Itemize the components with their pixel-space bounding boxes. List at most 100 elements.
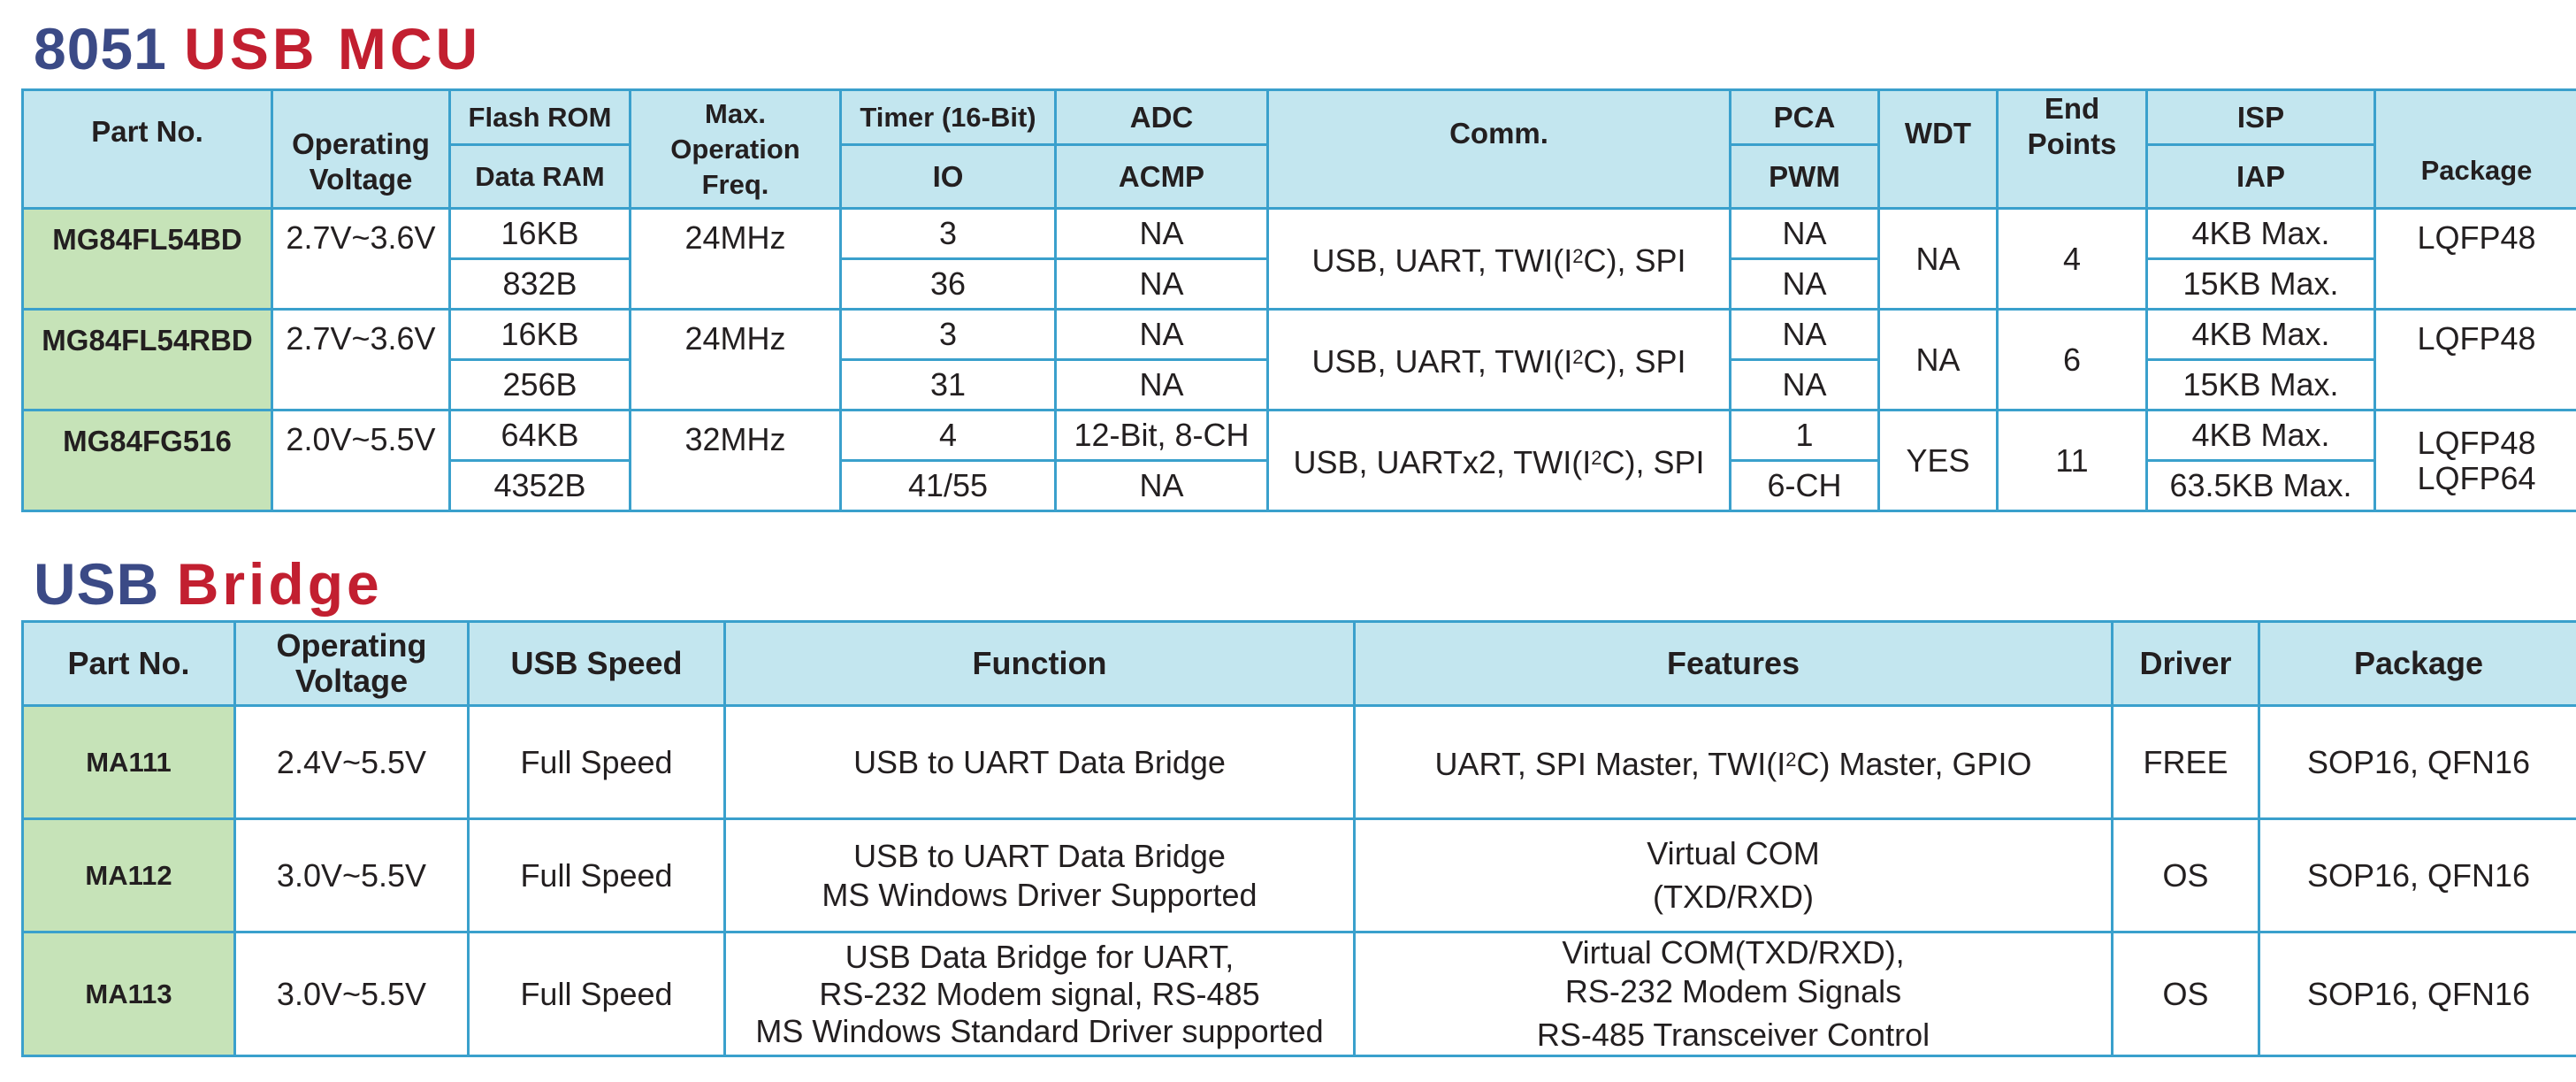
- header-adc: ADC: [1054, 88, 1269, 146]
- header-package: Package: [2373, 88, 2576, 210]
- header-operating-voltage: Operating Voltage: [233, 620, 470, 707]
- function-cell: USB to UART Data Bridge MS Windows Drive…: [723, 817, 1356, 933]
- end-points-cell: 4: [1996, 207, 2148, 311]
- freq-cell: 24MHz: [629, 207, 842, 311]
- header-max-freq: Max. Operation Freq.: [629, 88, 842, 210]
- wdt-cell: YES: [1877, 409, 1999, 512]
- header-function: Function: [723, 620, 1356, 707]
- comm-text-post: C), SPI: [1583, 242, 1686, 279]
- table-row: 4352B 41/55 NA 6-CH 63.5KB Max.: [23, 459, 2576, 512]
- package-cell: SOP16, QFN16: [2258, 704, 2576, 820]
- header-comm: Comm.: [1266, 88, 1731, 210]
- features-superscript: 2: [1785, 748, 1797, 771]
- mcu-table: Part No. Operating Voltage Flash ROM Max…: [21, 88, 2576, 512]
- io-cell: 31: [839, 358, 1057, 411]
- table-row: MA113 3.0V~5.5V Full Speed USB Data Brid…: [21, 931, 2576, 1057]
- features-text-pre: UART, SPI Master, TWI(I: [1434, 746, 1786, 782]
- io-cell: 41/55: [839, 459, 1057, 512]
- isp-cell: 4KB Max.: [2145, 308, 2376, 361]
- acmp-cell: NA: [1054, 257, 1269, 311]
- features-text-pre: Virtual COM(TXD/RXD), RS-232 Modem Signa…: [1536, 934, 1930, 1054]
- header-voltage-line2: Voltage: [309, 163, 413, 196]
- mcu-title-prefix: 8051: [34, 16, 167, 81]
- features-cell: Virtual COM (TXD/RXD): [1353, 817, 2114, 933]
- header-driver: Driver: [2111, 620, 2260, 707]
- iap-cell: 15KB Max.: [2145, 358, 2376, 411]
- header-end-points: End Points: [1996, 88, 2148, 210]
- table-row: MG84FL54RBD 2.7V~3.6V 16KB 24MHz 3 NA US…: [21, 308, 2576, 411]
- header-package: Package: [2258, 620, 2576, 707]
- wdt-cell: NA: [1877, 207, 1999, 311]
- acmp-cell: NA: [1054, 358, 1269, 411]
- header-isp: ISP: [2145, 88, 2376, 146]
- wdt-cell: NA: [1877, 308, 1999, 411]
- driver-cell: FREE: [2111, 704, 2260, 820]
- data-ram-cell: 4352B: [448, 459, 631, 512]
- mcu-title-suffix: USB MCU: [184, 16, 482, 81]
- comm-superscript: 2: [1591, 447, 1602, 469]
- features-cell: Virtual COM(TXD/RXD), RS-232 Modem Signa…: [1353, 931, 2114, 1057]
- part-number-cell: MG84FL54BD: [21, 207, 273, 311]
- bridge-title-prefix: USB: [34, 551, 160, 617]
- flash-rom-cell: 16KB: [448, 207, 631, 260]
- voltage-cell: 2.7V~3.6V: [271, 207, 451, 311]
- timer-cell: 4: [839, 409, 1057, 462]
- table-row: MG84FL54BD 2.7V~3.6V 16KB 24MHz 3 NA USB…: [21, 207, 2576, 311]
- package-cell: SOP16, QFN16: [2258, 931, 2576, 1057]
- package-cell: SOP16, QFN16: [2258, 817, 2576, 933]
- isp-cell: 4KB Max.: [2145, 409, 2376, 462]
- flash-rom-cell: 64KB: [448, 409, 631, 462]
- header-pca: PCA: [1729, 88, 1880, 146]
- acmp-cell: NA: [1054, 459, 1269, 512]
- usb-speed-cell: Full Speed: [467, 704, 726, 820]
- mcu-header-row: Part No. Operating Voltage Flash ROM Max…: [21, 88, 2576, 210]
- header-iap: IAP: [2145, 143, 2376, 210]
- mcu-section-title: 8051 USB MCU: [34, 19, 481, 78]
- comm-superscript: 2: [1572, 245, 1584, 267]
- end-points-cell: 6: [1996, 308, 2148, 411]
- pwm-cell: NA: [1729, 358, 1880, 411]
- isp-cell: 4KB Max.: [2145, 207, 2376, 260]
- function-cell: USB to UART Data Bridge: [723, 704, 1356, 820]
- comm-text-post: C), SPI: [1601, 444, 1705, 480]
- voltage-cell: 2.0V~5.5V: [271, 409, 451, 512]
- io-cell: 36: [839, 257, 1057, 311]
- header-data-ram: Data RAM: [448, 143, 631, 210]
- adc-cell: NA: [1054, 308, 1269, 361]
- voltage-cell: 2.4V~5.5V: [233, 704, 470, 820]
- adc-cell: NA: [1054, 207, 1269, 260]
- adc-cell: 12-Bit, 8-CH: [1054, 409, 1269, 462]
- comm-text-post: C), SPI: [1583, 343, 1686, 380]
- data-ram-cell: 832B: [448, 257, 631, 311]
- comm-cell: USB, UART, TWI(I2C), SPI: [1266, 207, 1731, 311]
- package-cell: LQFP48: [2373, 207, 2576, 311]
- bridge-table: Part No. Operating Voltage USB Speed Fun…: [21, 620, 2576, 1057]
- table-row: 832B 36 NA NA 15KB Max.: [23, 257, 2576, 311]
- table-row: 256B 31 NA NA 15KB Max.: [23, 358, 2576, 411]
- part-number-cell: MG84FL54RBD: [21, 308, 273, 411]
- pca-cell: NA: [1729, 308, 1880, 361]
- features-text-post: C) Master, GPIO: [1796, 746, 2032, 782]
- pca-cell: 1: [1729, 409, 1880, 462]
- part-number-cell: MA112: [21, 817, 236, 933]
- package-cell: LQFP48: [2373, 308, 2576, 411]
- bridge-header-row: Part No. Operating Voltage USB Speed Fun…: [21, 620, 2576, 707]
- voltage-cell: 3.0V~5.5V: [233, 931, 470, 1057]
- header-io: IO: [839, 143, 1057, 210]
- header-features: Features: [1353, 620, 2114, 707]
- header-wdt: WDT: [1877, 88, 1999, 210]
- table-row: MA111 2.4V~5.5V Full Speed USB to UART D…: [21, 704, 2576, 820]
- comm-superscript: 2: [1572, 346, 1584, 368]
- iap-cell: 63.5KB Max.: [2145, 459, 2376, 512]
- voltage-cell: 3.0V~5.5V: [233, 817, 470, 933]
- timer-cell: 3: [839, 207, 1057, 260]
- flash-rom-cell: 16KB: [448, 308, 631, 361]
- table-row: MG84FG516 2.0V~5.5V 64KB 32MHz 4 12-Bit,…: [21, 409, 2576, 512]
- timer-cell: 3: [839, 308, 1057, 361]
- header-acmp: ACMP: [1054, 143, 1269, 210]
- mcu-header-row: Data RAM IO ACMP PWM IAP: [23, 143, 2576, 210]
- usb-speed-cell: Full Speed: [467, 931, 726, 1057]
- header-part-no: Part No.: [21, 88, 273, 210]
- freq-cell: 32MHz: [629, 409, 842, 512]
- comm-cell: USB, UARTx2, TWI(I2C), SPI: [1266, 409, 1731, 512]
